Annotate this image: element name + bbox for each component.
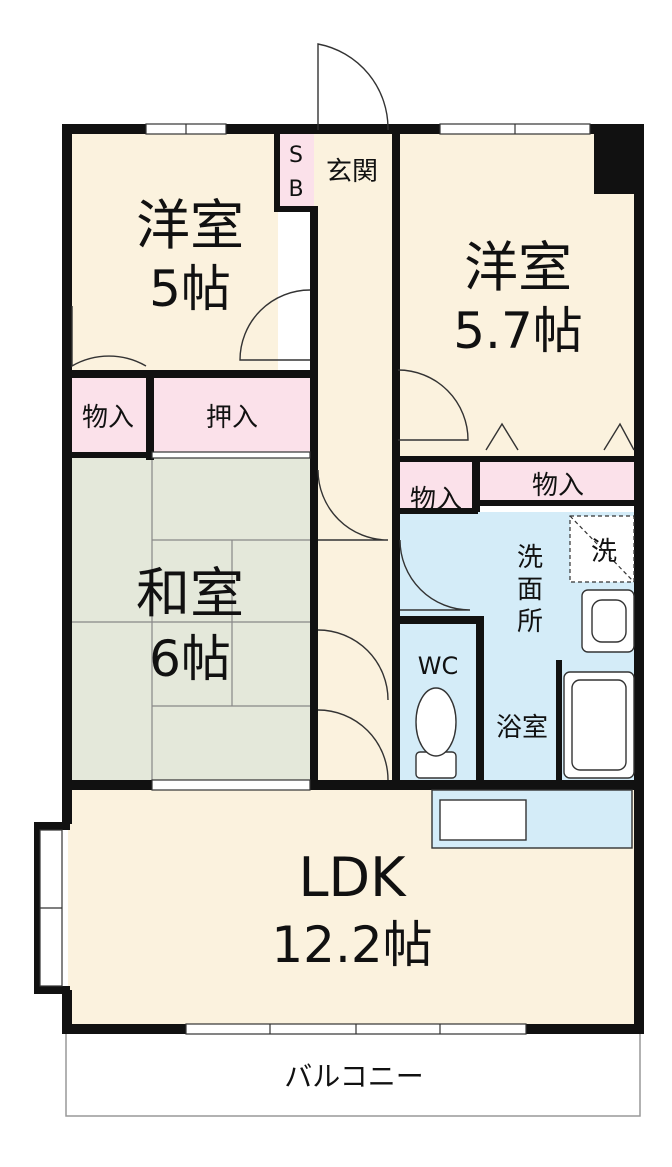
- balcony-label: バルコニー: [284, 1060, 423, 1093]
- storage-a-label: 物入: [82, 403, 134, 433]
- storage-b-area: [398, 460, 478, 512]
- washroom-label-3: 所: [517, 607, 543, 637]
- door-swings: [71, 43, 471, 781]
- kitchen-counter: [431, 789, 633, 849]
- ldk-name: LDK: [298, 846, 407, 909]
- toilet-icon: [415, 687, 457, 779]
- storage-a-area: [68, 374, 148, 456]
- storage-c-label: 物入: [532, 471, 584, 501]
- balcony-area: [65, 1031, 641, 1117]
- shoe-box-area: [278, 130, 314, 206]
- shoe-box-label-s: S: [289, 143, 303, 168]
- western-room-a-name: 洋室: [136, 194, 244, 257]
- tatami-lines: [68, 456, 310, 786]
- bathtub-icon: [563, 671, 635, 779]
- storage-c-area: [478, 460, 638, 502]
- western-room-b-name: 洋室: [464, 236, 572, 299]
- ldk-size: 12.2帖: [271, 916, 432, 974]
- japanese-room-name: 和室: [136, 562, 244, 625]
- washer-space: [569, 515, 635, 583]
- western-room-a-size: 5帖: [149, 260, 231, 318]
- bathroom-label: 浴室: [496, 713, 548, 743]
- toilet-label: WC: [418, 652, 459, 680]
- sink-icon: [581, 589, 635, 653]
- entrance-label: 玄関: [326, 157, 378, 187]
- western-room-a-floor: [68, 130, 278, 374]
- shoe-box-label-b: B: [288, 177, 303, 202]
- closet-label: 押入: [206, 403, 258, 433]
- japanese-room-floor: [68, 456, 310, 786]
- washer-label: 洗: [591, 537, 617, 567]
- windows: [39, 123, 591, 1035]
- japanese-room-size: 6帖: [149, 630, 231, 688]
- washroom-label-2: 面: [517, 575, 543, 605]
- western-room-b-size: 5.7帖: [453, 302, 583, 360]
- closet-door-marks: [485, 422, 635, 451]
- storage-b-label: 物入: [410, 485, 462, 515]
- closet-area: [152, 374, 310, 456]
- washroom-label-1: 洗: [517, 543, 543, 573]
- hallway-floor: [314, 206, 398, 790]
- entrance-floor: [314, 130, 398, 206]
